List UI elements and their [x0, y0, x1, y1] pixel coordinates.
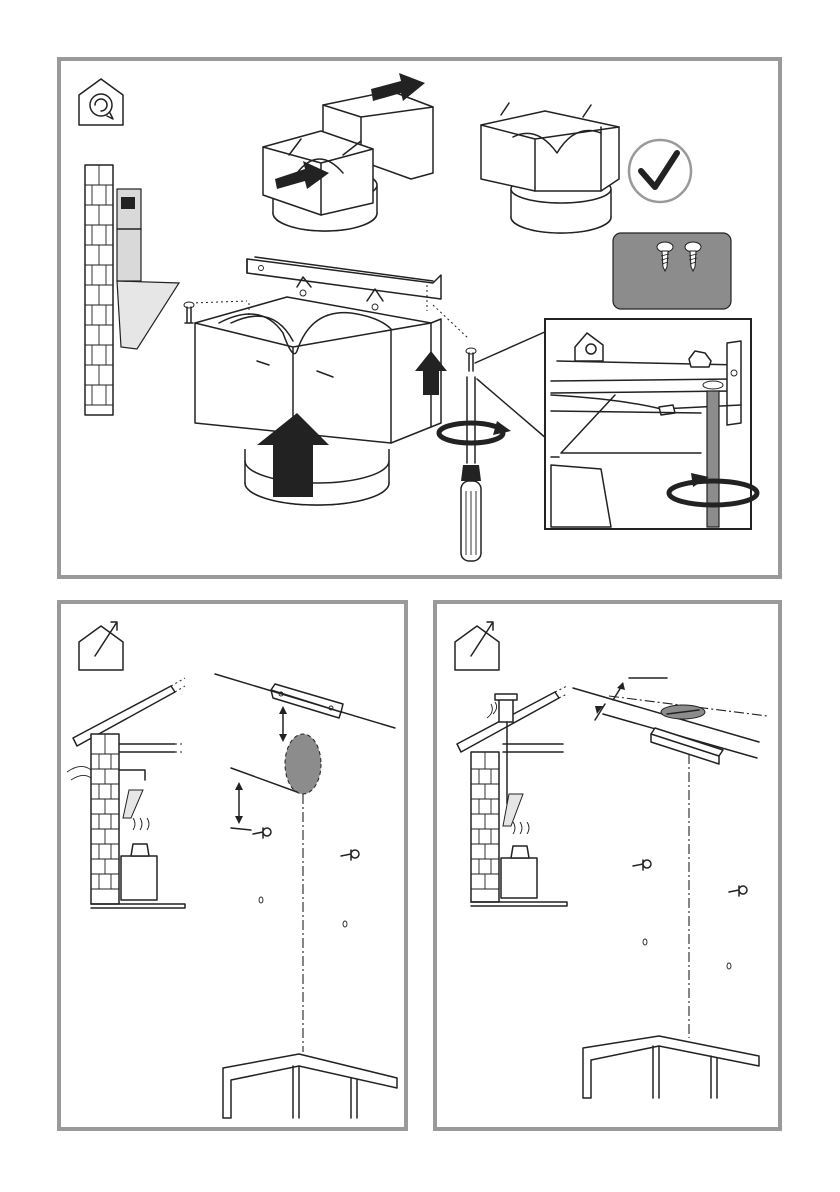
worktop-cabinets [223, 1054, 397, 1118]
checkmark-icon [629, 140, 691, 202]
ceiling-bracket [651, 728, 723, 764]
adapter-with-bracket [195, 257, 441, 505]
duct-opening-marker [285, 734, 321, 794]
adapter-assembled [481, 103, 619, 233]
drill-hole [727, 963, 731, 969]
brick-wall [85, 165, 113, 415]
house-section [457, 686, 567, 906]
wall-plug-screw-icon [729, 886, 747, 896]
drill-hole [259, 897, 263, 903]
adapter-separate [263, 91, 433, 231]
screws-box [613, 233, 731, 309]
screw-detail-inset [545, 319, 757, 529]
screw-icon [184, 302, 194, 323]
wall-plug-screw-icon [253, 828, 271, 838]
wall-hood [117, 189, 179, 349]
extraction-ceiling-ducting-panel [433, 600, 782, 1131]
extraction-house-icon [79, 622, 123, 670]
drill-hole [343, 921, 347, 927]
house-section [67, 678, 185, 908]
extraction-house-icon [455, 622, 499, 670]
wall-plug-screw-icon [633, 860, 651, 870]
extraction-ceiling-ducting-drawing [437, 604, 778, 1127]
extraction-wall-ducting-panel [57, 600, 408, 1131]
extraction-wall-ducting-drawing [61, 604, 404, 1127]
drill-hole [643, 939, 647, 945]
recirculation-assembly-panel [57, 57, 782, 579]
wall-plug-screw-icon [341, 850, 359, 860]
worktop-cabinets [583, 1036, 759, 1098]
recirculation-house-icon [79, 79, 123, 125]
recirculation-assembly-drawing [61, 61, 778, 575]
